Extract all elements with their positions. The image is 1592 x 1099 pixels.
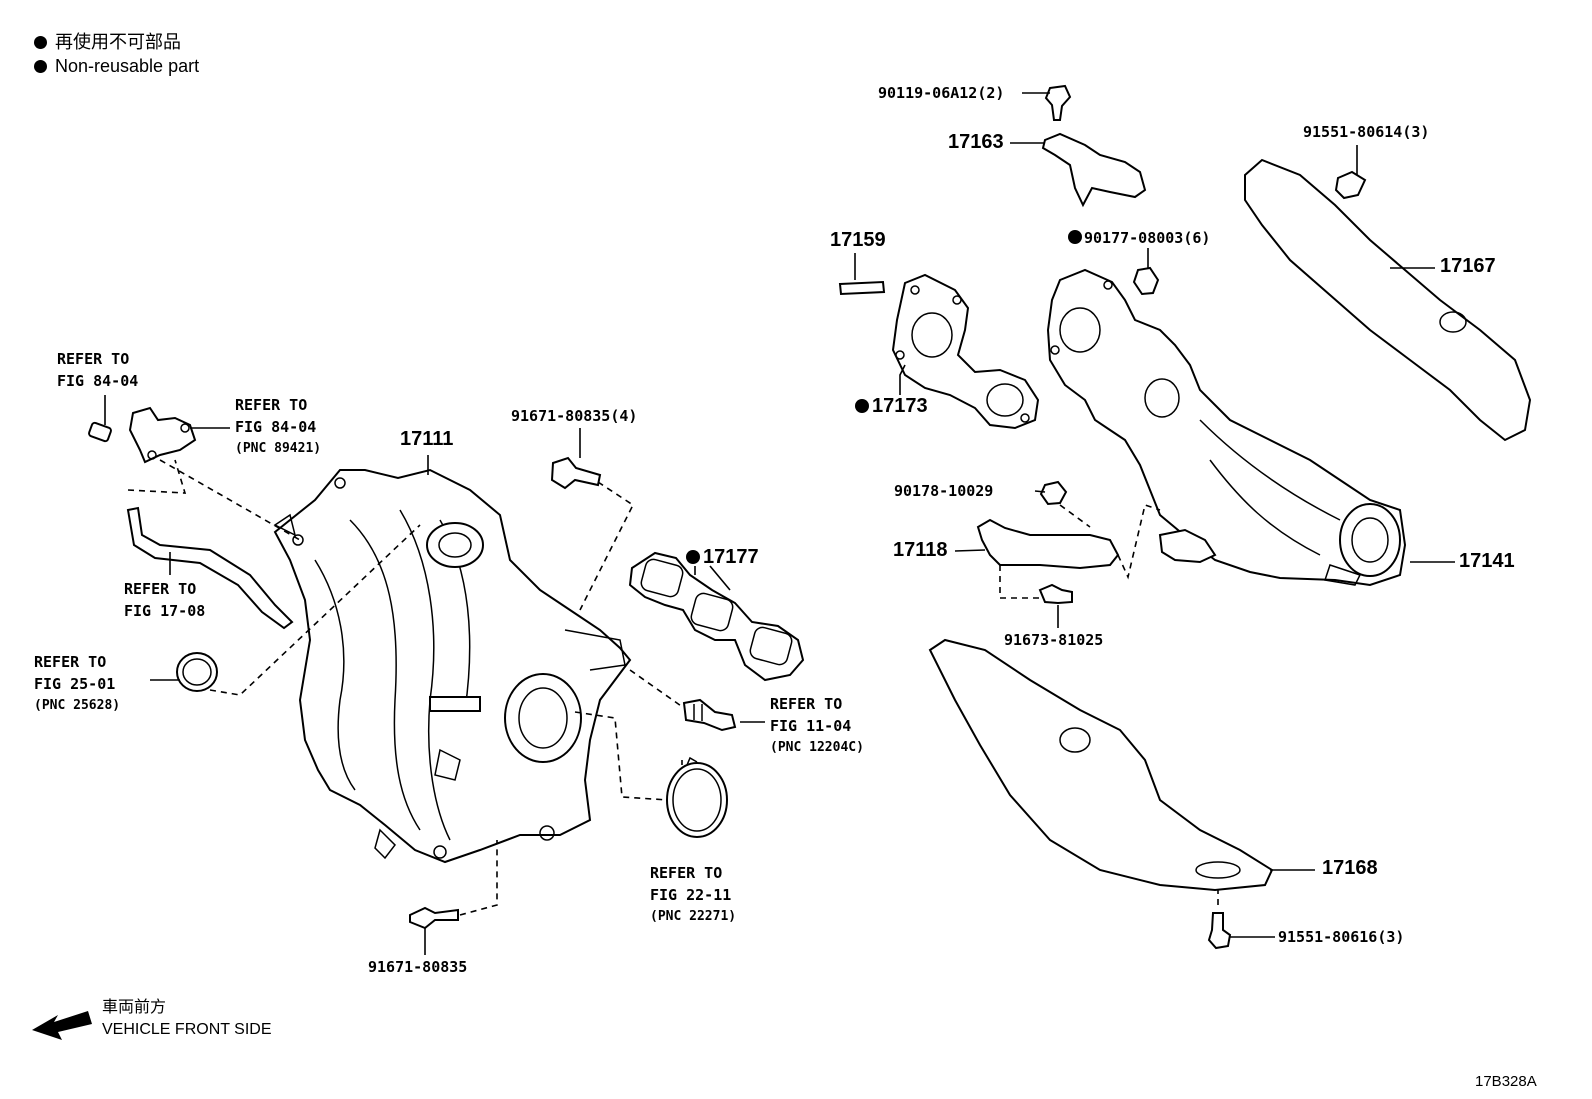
bullet-dot-icon [34,60,47,73]
stud-17159[interactable] [838,280,886,296]
part-label-17141[interactable]: 17141 [1459,550,1515,572]
exhaust-gasket-17173[interactable] [891,273,1040,430]
refer-line1: REFER TO [124,580,197,598]
leader-lines [104,92,1455,955]
part-label-17111[interactable]: 17111 [400,428,454,450]
legend: 再使用不可部品 Non-reusable part [34,30,199,78]
refer-line2: FIG 25-01 [34,675,116,693]
refer-line2: FIG 17-08 [124,602,206,620]
part-label-17168[interactable]: 17168 [1322,857,1378,879]
part-label-17177[interactable]: 17177 [686,546,759,569]
part-label-91671-top[interactable]: 91671-80835(4) [511,407,638,425]
refer-label-17-08[interactable]: REFER TO FIG 17-08 [124,580,205,620]
part-label-17173[interactable]: 17173 [855,395,928,418]
refer-line3: (PNC 12204C) [770,740,864,755]
bolt-91551-top[interactable] [1334,170,1367,200]
refer-line1: REFER TO [650,864,723,882]
heat-insulator-17167[interactable] [1244,158,1532,442]
refer-line2: FIG 84-04 [57,372,139,390]
bolt-91671-top[interactable] [550,456,602,490]
refer-line1: REFER TO [770,695,843,713]
insulator-hole-17168 [1195,861,1241,879]
bolt-90119[interactable] [1044,84,1072,121]
part-label-91551-bottom[interactable]: 91551-80616(3) [1278,928,1405,946]
part-label-91673[interactable]: 91673-81025 [1004,631,1104,649]
part-label-17118[interactable]: 17118 [893,539,948,561]
insulator-hole-17168-b [1059,727,1091,753]
gasket-22271[interactable] [666,756,728,838]
legend-jp: 再使用不可部品 [34,30,199,54]
refer-line3: (PNC 25628) [34,698,121,713]
refer-line2: FIG 84-04 [235,418,317,436]
bracket-17118[interactable] [976,518,1120,570]
refer-label-22-11[interactable]: REFER TO FIG 22-11 (PNC 22271) [650,864,736,926]
refer-line3: (PNC 89421) [235,441,322,456]
vehicle-front-jp: 車両前方 [102,999,167,1016]
non-reusable-dot-icon [855,399,869,413]
intake-manifold-17111[interactable] [273,468,632,864]
refer-line3: (PNC 22271) [650,909,737,924]
nut-90177[interactable] [1132,266,1160,296]
refer-line1: REFER TO [57,350,130,368]
legend-en: Non-reusable part [34,54,199,78]
refer-line2: FIG 22-11 [650,886,732,904]
heat-insulator-17168[interactable] [928,638,1274,892]
figure-code: 17B328A [1475,1073,1537,1090]
part-label-90178[interactable]: 90178-10029 [894,482,994,500]
non-reusable-dot-icon [1068,230,1082,244]
part-label-90177[interactable]: 90177-08003(6) [1068,229,1210,247]
refer-label-84-04-a[interactable]: REFER TO FIG 84-04 [57,350,138,390]
part-label-17163[interactable]: 17163 [948,131,1004,153]
front-arrow-icon [32,1011,92,1040]
bolt-91673[interactable] [1038,583,1073,605]
non-reusable-dot-icon [686,550,700,564]
vehicle-front-label: 車両前方 VEHICLE FRONT SIDE [102,997,272,1041]
sensor-part[interactable] [88,406,197,464]
refer-label-84-04-b[interactable]: REFER TO FIG 84-04 (PNC 89421) [235,396,321,458]
intake-gasket-17177[interactable] [628,551,805,682]
refer-label-25-01[interactable]: REFER TO FIG 25-01 (PNC 25628) [34,653,120,715]
refer-line2: FIG 11-04 [770,717,852,735]
part-label-91551-top[interactable]: 91551-80614(3) [1303,123,1430,141]
dashed-assembly-lines [127,459,1219,916]
vehicle-front-en: VEHICLE FRONT SIDE [102,1021,272,1038]
o-ring-25628[interactable] [176,652,218,692]
refer-line1: REFER TO [34,653,107,671]
nut-90178[interactable] [1039,480,1068,506]
part-label-17167[interactable]: 17167 [1440,255,1496,277]
sensor-12204c[interactable] [682,698,737,732]
refer-line1: REFER TO [235,396,308,414]
part-label-91671-bottom[interactable]: 91671-80835 [368,958,468,976]
exhaust-manifold-17141[interactable] [1046,268,1407,587]
refer-label-11-04[interactable]: REFER TO FIG 11-04 (PNC 12204C) [770,695,864,757]
insulator-hole-17167 [1439,311,1467,333]
bolt-91551-bottom[interactable] [1207,912,1232,950]
bolt-91671-bottom[interactable] [409,906,459,930]
part-label-17159[interactable]: 17159 [830,229,886,251]
bracket-17163[interactable] [1041,132,1147,208]
part-label-90119[interactable]: 90119-06A12(2) [878,84,1005,102]
bullet-dot-icon [34,36,47,49]
